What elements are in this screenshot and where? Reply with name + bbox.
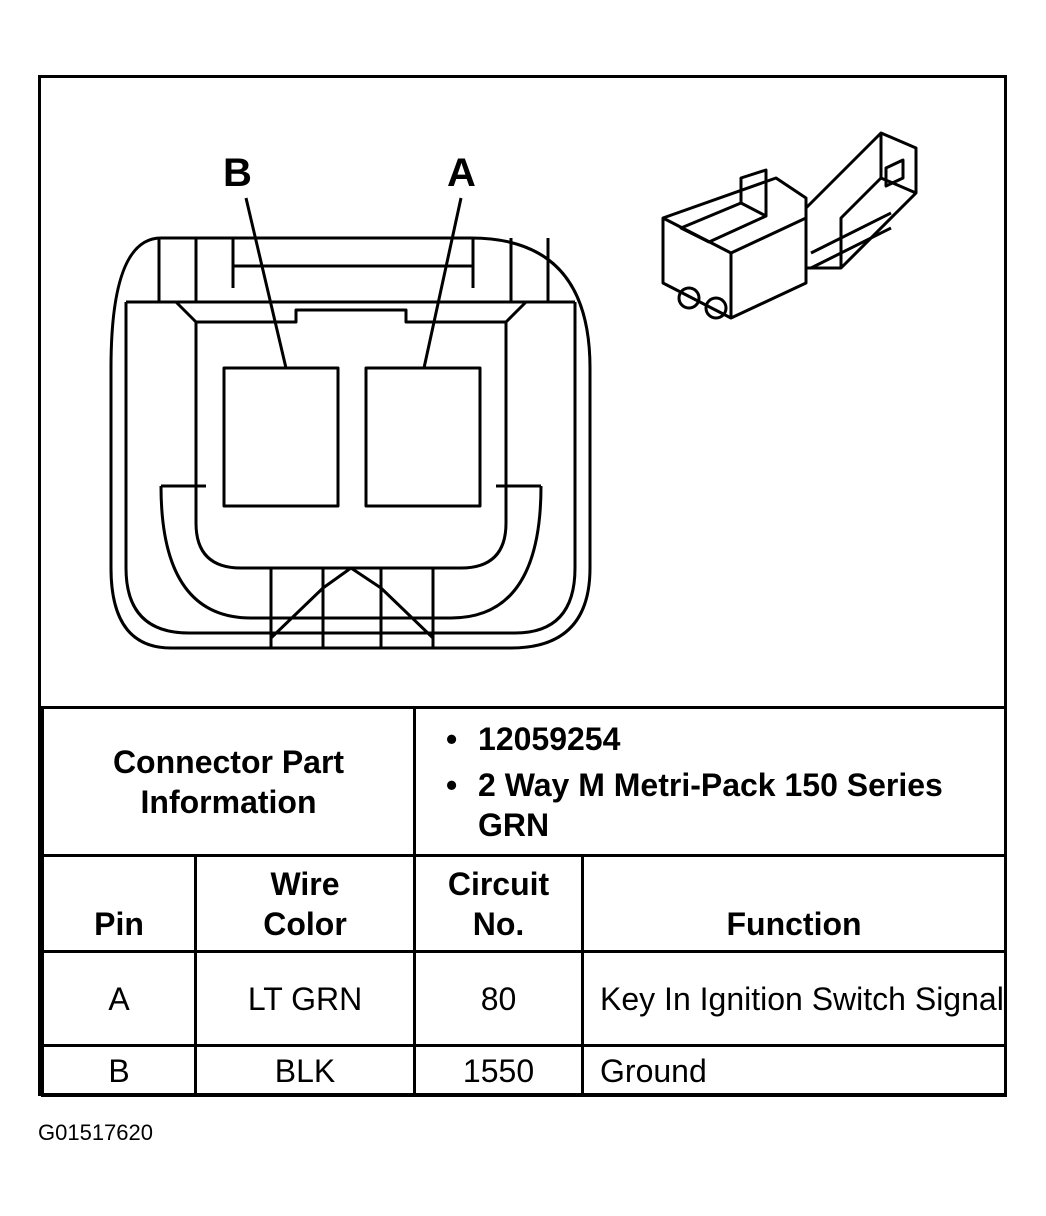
part-info-heading: Connector Part Information	[40, 706, 417, 857]
connector-info-table: Connector Part Information 12059254 2 Wa…	[40, 706, 1008, 1097]
part-info-details: 12059254 2 Way M Metri-Pack 150 Series G…	[413, 706, 1008, 857]
header-circuit-no: Circuit No.	[413, 854, 585, 953]
diagram-frame: B A Connector Part Information 12059254 …	[38, 75, 1008, 1097]
row-a-function: Key In Ignition Switch Signal	[581, 950, 1008, 1047]
row-b-circuit: 1550	[413, 1044, 585, 1097]
row-b-function: Ground	[581, 1044, 1008, 1097]
part-info-row: Connector Part Information 12059254 2 Wa…	[40, 706, 1008, 857]
pin-label-b: B	[223, 151, 252, 195]
row-a-wire-color: LT GRN	[193, 950, 417, 1047]
row-a-pin: A	[41, 950, 197, 1047]
header-wire-color: Wire Color	[193, 854, 417, 953]
part-info-heading-text: Connector Part Information	[112, 743, 345, 820]
part-info-list: 12059254 2 Way M Metri-Pack 150 Series G…	[416, 719, 1004, 845]
header-pin: Pin	[41, 854, 197, 953]
pin-table-header: Pin Wire Color Circuit No. Function	[41, 854, 1008, 953]
connector-3d-view	[661, 131, 918, 320]
connector-illustration	[109, 131, 918, 650]
header-function: Function	[581, 854, 1008, 953]
part-number: 12059254	[446, 719, 1004, 759]
table-row: B BLK 1550 Ground	[41, 1044, 1008, 1097]
connector-description: 2 Way M Metri-Pack 150 Series GRN	[446, 765, 1004, 845]
row-b-pin: B	[41, 1044, 197, 1097]
row-b-wire-color: BLK	[193, 1044, 417, 1097]
connector-diagram: B A	[41, 78, 1004, 706]
connector-face-view	[109, 236, 592, 650]
figure-code: G01517620	[38, 1120, 153, 1145]
header-wire-color-text: Wire Color	[263, 866, 347, 942]
pin-label-a: A	[447, 151, 476, 195]
table-row: A LT GRN 80 Key In Ignition Switch Signa…	[41, 950, 1008, 1047]
header-circuit-no-text: Circuit No.	[447, 866, 550, 942]
pin-leader-lines	[244, 197, 463, 369]
row-a-circuit: 80	[413, 950, 585, 1047]
